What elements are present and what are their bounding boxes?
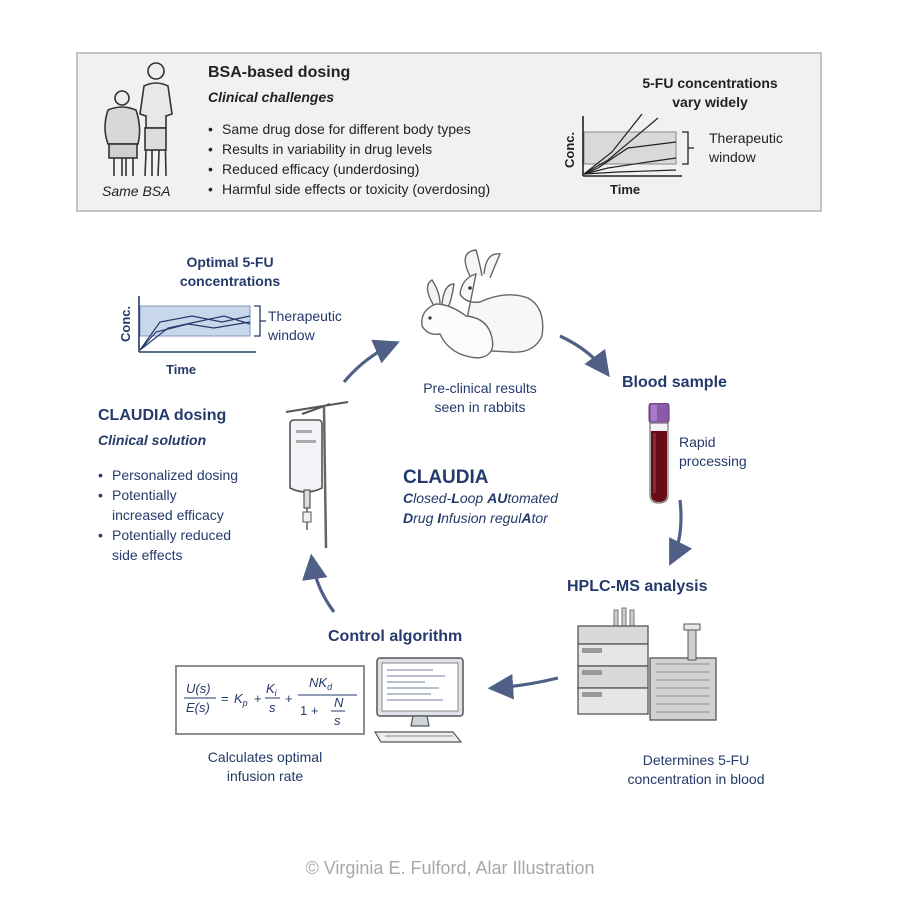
optimal-conc-axis-label: Conc. <box>118 306 133 342</box>
hplc-caption-line2: concentration in blood <box>627 771 765 787</box>
same-bsa-caption: Same BSA <box>102 183 171 199</box>
claudia-acronym-line1: Closed-Loop AUtomated <box>403 490 558 506</box>
formula-lhs-den: E(s) <box>186 700 210 715</box>
optimal-concentration-chart: Conc. Time <box>118 296 266 377</box>
formula-eq: = <box>221 691 229 706</box>
claudia-dosing-title: CLAUDIA dosing <box>98 407 227 424</box>
optimal-window-label-line1: Therapeutic <box>268 308 342 324</box>
hplc-caption: Determines 5-FU concentration in blood <box>596 751 796 789</box>
formula-kp: Kp <box>234 691 248 708</box>
control-formula: U(s) E(s) = Kp + Ki s + NKd 1 + N s <box>184 675 357 728</box>
bsa-window-label-line1: Therapeutic <box>709 130 783 146</box>
rapid-processing-line1: Rapid <box>679 434 716 450</box>
iv-bag-icon <box>285 401 349 549</box>
bsa-chart-title: 5-FU concentrations vary widely <box>600 74 820 112</box>
formula-den-s: s <box>334 713 341 728</box>
formula-ki: Ki <box>266 681 278 698</box>
hplc-machine-illustration <box>577 607 717 721</box>
arrow-rabbits-to-blood <box>559 334 610 378</box>
bsa-bullet: Same drug dose for different body types <box>208 119 490 139</box>
bsa-title: BSA-based dosing <box>208 64 351 81</box>
claudia-center-title: CLAUDIA <box>403 467 489 488</box>
bsa-chart-title-line2: vary widely <box>672 94 748 110</box>
claudia-acronym-line2: Drug Infusion regulAtor <box>403 510 548 526</box>
rapid-processing-note: Rapid processing <box>679 433 747 471</box>
bsa-bullet: Reduced efficacy (underdosing) <box>208 159 490 179</box>
formula-plus-1: + <box>254 691 262 706</box>
control-algorithm-title: Control algorithm <box>328 628 463 645</box>
bsa-window-label-line2: window <box>709 149 756 165</box>
computer-icon <box>373 657 464 743</box>
blood-tube-icon <box>648 403 670 504</box>
formula-s-1: s <box>269 700 276 715</box>
optimal-window-label: Therapeutic window <box>268 307 342 345</box>
bsa-window-label: Therapeutic window <box>709 129 783 167</box>
optimal-title: Optimal 5-FU concentrations <box>150 253 310 291</box>
optimal-title-line1: Optimal 5-FU <box>186 254 274 270</box>
bsa-window-bracket <box>682 131 694 165</box>
copyright-notice: © Virginia E. Fulford, Alar Illustration <box>305 858 595 878</box>
formula-den-n: N <box>334 695 344 710</box>
rabbits-caption-line2: seen in rabbits <box>434 399 526 415</box>
optimal-time-axis-label: Time <box>166 362 196 377</box>
arrow-control-to-iv <box>302 553 336 613</box>
arrow-iv-to-rabbits <box>342 339 400 384</box>
formula-den-one: 1 + <box>300 703 318 718</box>
bsa-chart-title-line1: 5-FU concentrations <box>642 75 778 91</box>
bsa-bullet: Harmful side effects or toxicity (overdo… <box>208 179 490 199</box>
bsa-bullets: Same drug dose for different body types … <box>208 119 490 199</box>
blood-sample-title: Blood sample <box>622 374 727 391</box>
bsa-bullet: Results in variability in drug levels <box>208 139 490 159</box>
control-caption-line2: infusion rate <box>226 768 304 784</box>
control-caption: Calculates optimal infusion rate <box>180 748 350 786</box>
bsa-subtitle: Clinical challenges <box>208 89 335 105</box>
claudia-dosing-bullets: Personalized dosing Potentiallyincreased… <box>98 465 238 565</box>
control-formula-box <box>175 665 365 735</box>
formula-lhs-num: U(s) <box>186 681 211 696</box>
arrow-hplc-to-control <box>487 673 559 700</box>
bsa-concentration-chart: Conc. Time <box>562 113 694 197</box>
people-figure <box>104 62 173 177</box>
rabbits-caption: Pre-clinical results seen in rabbits <box>390 379 570 417</box>
formula-plus-2: + <box>285 691 293 706</box>
formula-nkd: NKd <box>309 675 333 692</box>
arrow-blood-to-hplc <box>669 499 693 566</box>
claudia-dosing-subtitle: Clinical solution <box>98 432 207 448</box>
optimal-title-line2: concentrations <box>179 273 281 289</box>
optimal-window-bracket <box>254 305 266 337</box>
rabbits-illustration <box>421 249 544 359</box>
optimal-window-label-line2: window <box>268 327 315 343</box>
rabbits-caption-line1: Pre-clinical results <box>423 380 537 396</box>
hplc-caption-line1: Determines 5-FU <box>642 752 750 768</box>
bsa-time-axis-label: Time <box>610 182 640 197</box>
hplc-title: HPLC-MS analysis <box>567 578 708 595</box>
claudia-bullet: Personalized dosing <box>98 465 238 485</box>
bsa-conc-axis-label: Conc. <box>562 132 577 168</box>
control-caption-line1: Calculates optimal <box>207 749 323 765</box>
rapid-processing-line2: processing <box>679 453 747 469</box>
